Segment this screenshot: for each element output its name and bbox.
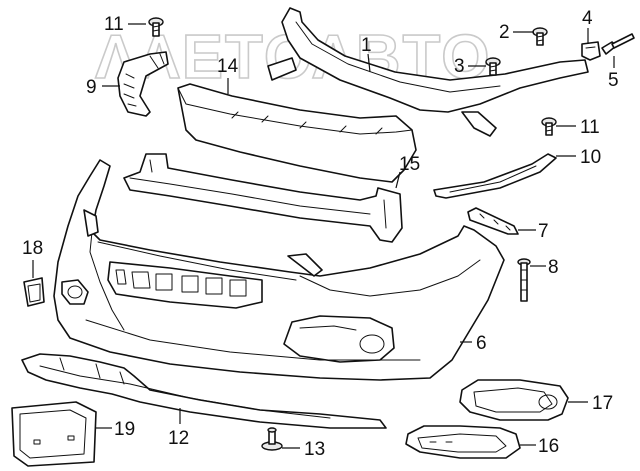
callout-10: 10 — [580, 147, 601, 168]
part-15-beam — [123, 153, 403, 243]
part-10-strip — [433, 153, 557, 199]
callout-8: 8 — [548, 257, 559, 278]
callout-18: 18 — [22, 238, 43, 259]
callout-11-right: 11 — [580, 117, 600, 138]
callout-5: 5 — [608, 70, 619, 91]
part-3-screw — [485, 57, 501, 76]
callout-15: 15 — [399, 154, 420, 175]
callout-16: 16 — [538, 436, 559, 457]
part-13-pin — [261, 427, 283, 451]
callout-1: 1 — [361, 35, 372, 56]
part-11-screw-right — [541, 117, 557, 136]
part-4-clip — [581, 41, 601, 61]
callout-19: 19 — [114, 419, 135, 440]
part-16-fog-bezel — [405, 425, 521, 459]
part-19-plate-bracket — [11, 401, 97, 467]
part-1-upper-trim — [267, 7, 589, 137]
callout-6: 6 — [476, 333, 487, 354]
callout-7: 7 — [538, 221, 549, 242]
callout-13: 13 — [304, 439, 325, 460]
part-2-screw — [532, 27, 548, 46]
callout-12: 12 — [168, 428, 189, 449]
part-14-absorber — [177, 83, 417, 183]
callout-9: 9 — [86, 77, 97, 98]
part-17-fog-bezel — [459, 379, 569, 421]
callout-17: 17 — [592, 393, 613, 414]
part-7-bracket — [467, 207, 519, 235]
callout-2: 2 — [499, 22, 510, 43]
callout-3: 3 — [454, 56, 465, 77]
part-18-tow-cover — [23, 277, 45, 307]
callout-14: 14 — [217, 56, 239, 77]
part-9-bracket — [117, 51, 169, 117]
part-11-screw-top — [148, 17, 164, 37]
part-5-pin — [601, 33, 635, 55]
leader-lines — [32, 23, 615, 449]
part-12-air-deflector — [21, 353, 387, 429]
part-8-rivet — [517, 258, 531, 302]
callout-4: 4 — [582, 8, 593, 29]
part-6-bumper-fascia — [53, 159, 505, 381]
callout-11-top: 11 — [104, 14, 124, 35]
callout-labels: 1 2 3 4 5 6 7 8 9 10 11 11 12 13 14 15 1… — [22, 8, 619, 460]
